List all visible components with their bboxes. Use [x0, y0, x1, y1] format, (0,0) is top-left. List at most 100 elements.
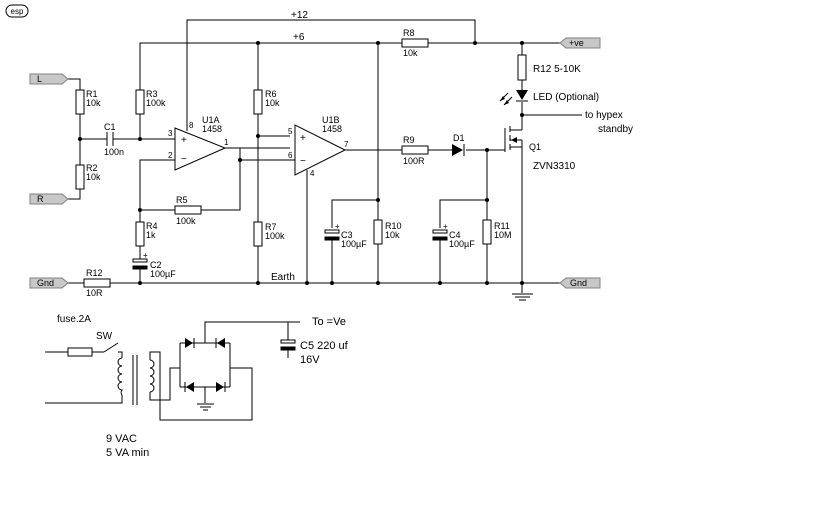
resistor-R12-gnd: R12 10R	[83, 268, 111, 298]
hypex-line1: to hypex	[585, 110, 623, 121]
transformer-secondary	[149, 359, 155, 393]
capacitor-C4: + C4 100µF	[432, 222, 475, 249]
resistor-R4: R4 1k	[135, 221, 158, 247]
C4-plus: +	[443, 222, 448, 231]
terminal-L: L	[29, 73, 69, 85]
U1A-pin3: 3	[168, 129, 173, 138]
U1B-pin7: 7	[344, 140, 349, 149]
R3-value: 100k	[146, 98, 166, 108]
terminal-pve: +ve	[559, 37, 601, 49]
C1-ref: C1	[104, 122, 116, 132]
rail-plus12-label: +12	[291, 10, 308, 21]
U1A-ref: U1A	[202, 115, 220, 125]
R11-value: 10M	[494, 230, 512, 240]
resistor-R3: R3 100k	[135, 89, 166, 115]
C4-value: 100µF	[449, 239, 475, 249]
mosfet-Q1: Q1 ZVN3310	[504, 126, 576, 172]
D1-ref: D1	[453, 133, 465, 143]
C2-plus: +	[143, 251, 148, 260]
R3-ref: R3	[146, 89, 158, 99]
led: LED (Optional)	[499, 90, 599, 106]
diode-D1: D1	[452, 133, 465, 156]
R10-ref: R10	[385, 221, 402, 231]
terminal-gnd-right: Gnd	[559, 277, 601, 289]
capacitor-C3: + C3 100µF	[324, 222, 367, 249]
R5-ref: R5	[176, 195, 188, 205]
fuse-symbol	[67, 347, 93, 357]
resistor-R1: R1 10k	[75, 89, 101, 115]
R6-value: 10k	[265, 98, 280, 108]
resistor-R11: R11 10M	[482, 219, 512, 245]
R8-value: 10k	[403, 48, 418, 58]
led-label: LED (Optional)	[533, 92, 599, 103]
U1B-minus: −	[300, 156, 306, 167]
C5-value: 16V	[300, 354, 320, 366]
R4-ref: R4	[146, 221, 158, 231]
Q1-ref: Q1	[529, 142, 541, 152]
resistor-R7: R7 100k	[253, 221, 285, 247]
U1B-pin6: 6	[288, 151, 293, 160]
C1-value: 100n	[104, 147, 124, 157]
U1A-plus: +	[181, 135, 187, 146]
U1A-part: 1458	[202, 124, 222, 134]
R6-ref: R6	[265, 89, 277, 99]
terminal-pve-label: +ve	[569, 38, 584, 48]
switch-lever	[103, 342, 119, 353]
R7-ref: R7	[265, 222, 277, 232]
resistor-R8: R8 10k	[401, 28, 429, 58]
terminal-gnd-left-label: Gnd	[37, 278, 54, 288]
junction-dots	[78, 41, 524, 285]
U1B-part: 1458	[322, 124, 342, 134]
C5-ref: C5 220 uf	[300, 340, 349, 352]
transformer-primary	[117, 357, 124, 396]
capacitor-C2: + C2 100µF	[132, 251, 176, 279]
resistor-R9: R9 100R	[401, 135, 429, 166]
power-supply: fuse.2A SW	[45, 314, 349, 459]
U1B-pin4: 4	[310, 169, 315, 178]
U1B-pin5: 5	[288, 127, 293, 136]
C3-ref: C3	[341, 230, 353, 240]
C3-plus: +	[335, 222, 340, 231]
earth-label: Earth	[271, 272, 295, 283]
R12b-label: R12 5-10K	[533, 64, 581, 75]
C2-ref: C2	[150, 260, 162, 270]
R1-value: 10k	[86, 98, 101, 108]
R11-ref: R11	[494, 221, 510, 231]
U1A-pin1: 1	[224, 138, 229, 147]
fuse-label: fuse.2A	[57, 314, 91, 325]
resistor-R6: R6 10k	[253, 89, 280, 115]
opamp-U1B: + − U1B 1458 5 6 4 7	[288, 115, 349, 178]
R9-ref: R9	[403, 135, 415, 145]
rail-plus6-label: +6	[293, 32, 305, 43]
terminal-gnd-left: Gnd	[29, 277, 69, 289]
R10-value: 10k	[385, 230, 400, 240]
R8-ref: R8	[403, 28, 415, 38]
ground-icon	[512, 293, 533, 301]
vac-label: 9 VAC	[106, 433, 137, 445]
esp-logo-text: esp	[11, 7, 24, 16]
R1-ref: R1	[86, 89, 98, 99]
U1A-minus: −	[181, 154, 187, 165]
terminal-R-label: R	[37, 194, 44, 204]
R5-value: 100k	[176, 216, 196, 226]
C2-value: 100µF	[150, 269, 176, 279]
resistor-R2: R2 10k	[75, 163, 101, 190]
opamp-U1A: + − U1A 1458 3 2 8 1	[168, 115, 229, 171]
resistor-R5: R5 100k	[174, 195, 202, 226]
Q1-part: ZVN3310	[533, 161, 576, 172]
U1B-ref: U1B	[322, 115, 340, 125]
capacitor-C1: C1 100n	[104, 122, 124, 157]
C3-value: 100µF	[341, 239, 367, 249]
R2-value: 10k	[86, 172, 101, 182]
U1A-pin8: 8	[189, 121, 194, 130]
wires	[68, 19, 582, 293]
C4-ref: C4	[449, 230, 461, 240]
R12a-ref: R12	[86, 268, 103, 278]
R7-value: 100k	[265, 231, 285, 241]
hypex-line2: standby	[598, 124, 633, 135]
U1A-pin2: 2	[168, 151, 173, 160]
resistor-R10: R10 10k	[373, 219, 402, 245]
switch-label: SW	[96, 331, 113, 342]
R2-ref: R2	[86, 163, 98, 173]
